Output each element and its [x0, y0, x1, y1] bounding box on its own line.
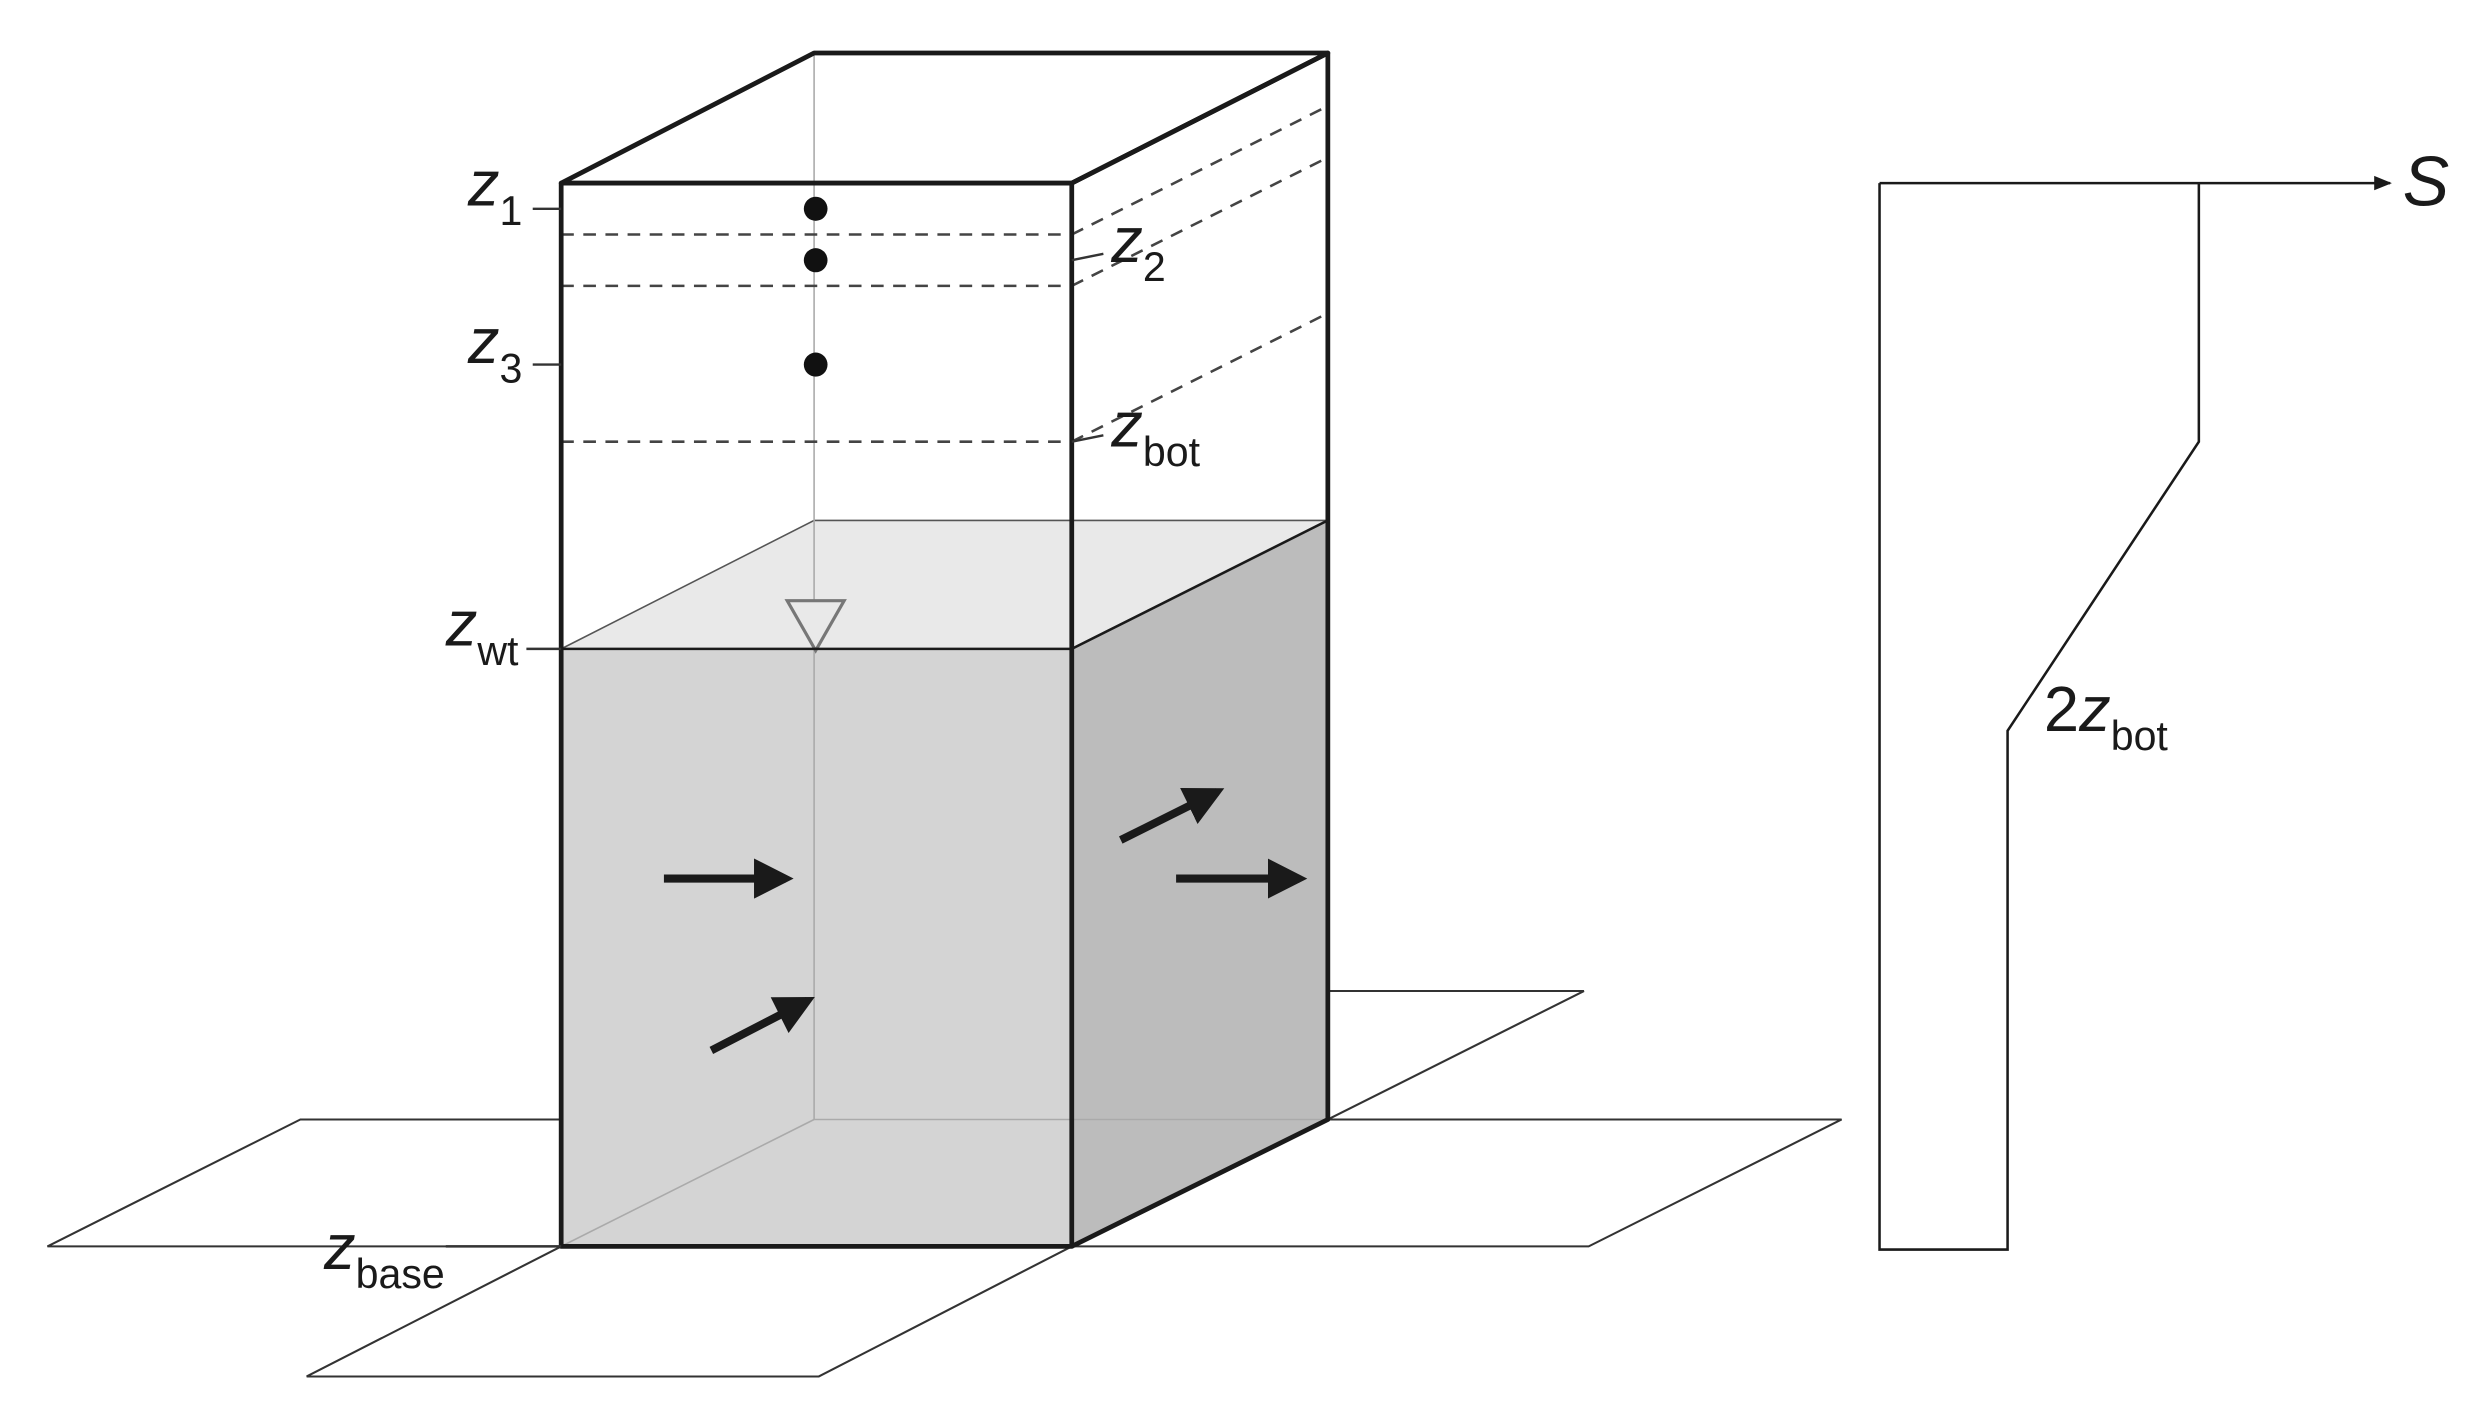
zbot-side-dash [1071, 312, 1329, 443]
flow-arrow-side-diagonal [1119, 787, 1225, 844]
label-z1-sub: 1 [500, 187, 523, 234]
z2-tick [1071, 252, 1104, 262]
back-bottom-edge-left [560, 1118, 815, 1248]
profile-outline [1878, 183, 2201, 1251]
label-zwt: zwt [445, 587, 519, 674]
zbot-tick [1071, 434, 1104, 443]
label-zbase: zbase [323, 1210, 445, 1297]
sample-point-z2 [803, 248, 828, 273]
storage-profile-plot: S 2zbot [1878, 142, 2450, 1251]
s-axis-label: S [2403, 142, 2450, 221]
water-table-side-edge [1071, 519, 1329, 651]
sample-point-z1 [803, 196, 828, 221]
label-zbot: zbot [1110, 388, 1200, 475]
label-z2-main: z [1110, 203, 1143, 276]
label-zwt-main: z [445, 587, 478, 660]
saturated-zone [560, 519, 1329, 1247]
level-ticks [445, 207, 1104, 1248]
flow-arrow-front-diagonal [709, 997, 815, 1055]
label-z2-sub: 2 [1143, 243, 1166, 290]
water-table-marker-icon [784, 599, 847, 654]
flow-arrows [663, 787, 1308, 1055]
column-outline [558, 50, 1331, 1249]
label-zbot-main: z [1110, 388, 1143, 461]
label-2zbot: 2zbot [2044, 672, 2168, 759]
water-side-face [1071, 520, 1328, 1247]
label-2zbot-prefix: 2 [2044, 672, 2079, 745]
label-zbase-sub: base [356, 1250, 445, 1297]
label-z3-sub: 3 [500, 344, 523, 391]
z3-side-dash [1071, 156, 1329, 288]
column-front-face [558, 180, 1075, 1249]
sample-point-z3 [803, 352, 828, 377]
label-zwt-sub: wt [476, 627, 519, 674]
label-zbot-sub: bot [1143, 427, 1201, 474]
label-z1: z1 [467, 147, 522, 234]
level-dashes [561, 104, 1329, 443]
z2-side-dash [1071, 104, 1329, 236]
label-z3-main: z [467, 305, 500, 378]
column-right-side [1070, 50, 1331, 1249]
label-z1-main: z [467, 147, 500, 220]
sample-points [803, 196, 828, 377]
water-front-face [561, 648, 1072, 1247]
label-z2: z2 [1110, 203, 1165, 290]
label-z3: z3 [467, 305, 522, 392]
label-zbase-main: z [323, 1210, 356, 1283]
label-2zbot-main: z [2078, 672, 2111, 745]
label-2zbot-sub: bot [2111, 712, 2169, 759]
